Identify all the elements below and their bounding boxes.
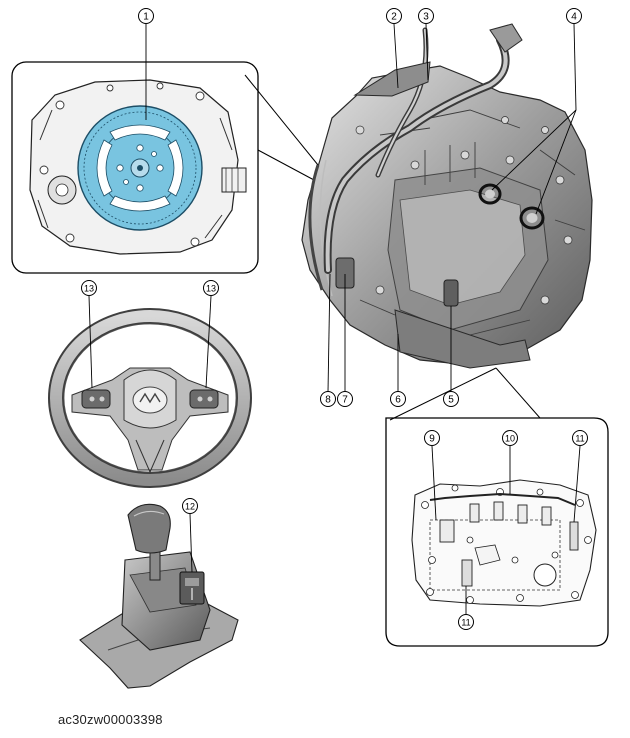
callout-6: 6 [390,391,406,407]
svg-text:10: 10 [505,434,515,444]
svg-text:13: 13 [84,284,94,294]
callout-5: 5 [443,391,459,407]
svg-text:1: 1 [143,12,149,23]
svg-text:7: 7 [342,395,348,406]
callout-3: 3 [418,8,434,24]
svg-text:9: 9 [429,434,435,445]
callout-10: 10 [502,430,518,446]
callout-11-bottom: 11 [458,614,474,630]
svg-text:11: 11 [461,618,470,628]
svg-text:13: 13 [206,284,216,294]
callout-9: 9 [424,430,440,446]
callouts: 1 2 3 4 8 7 6 5 9 10 11 11 12 13 13 [81,8,588,630]
svg-text:8: 8 [325,395,331,406]
callout-7: 7 [337,391,353,407]
svg-text:3: 3 [423,12,429,23]
svg-text:12: 12 [185,502,195,512]
flexplate-inset [11,61,319,274]
callout-12: 12 [182,498,198,514]
svg-text:4: 4 [571,12,577,23]
svg-text:5: 5 [448,395,454,406]
figure-id: ac30zw00003398 [58,712,163,727]
steering-wheel [48,308,252,488]
transaxle-assembly [301,23,593,419]
callout-2: 2 [386,8,402,24]
callout-11-top: 11 [572,430,588,446]
svg-text:2: 2 [391,12,397,23]
valve-body-inset [385,367,609,647]
selector-lever-assembly [79,503,239,689]
callout-13-left: 13 [81,280,97,296]
callout-13-right: 13 [203,280,219,296]
callout-1: 1 [138,8,154,24]
callout-4: 4 [566,8,582,24]
callout-8: 8 [320,391,336,407]
svg-text:11: 11 [575,434,584,444]
leader-lines [88,23,581,614]
svg-text:6: 6 [395,395,401,406]
